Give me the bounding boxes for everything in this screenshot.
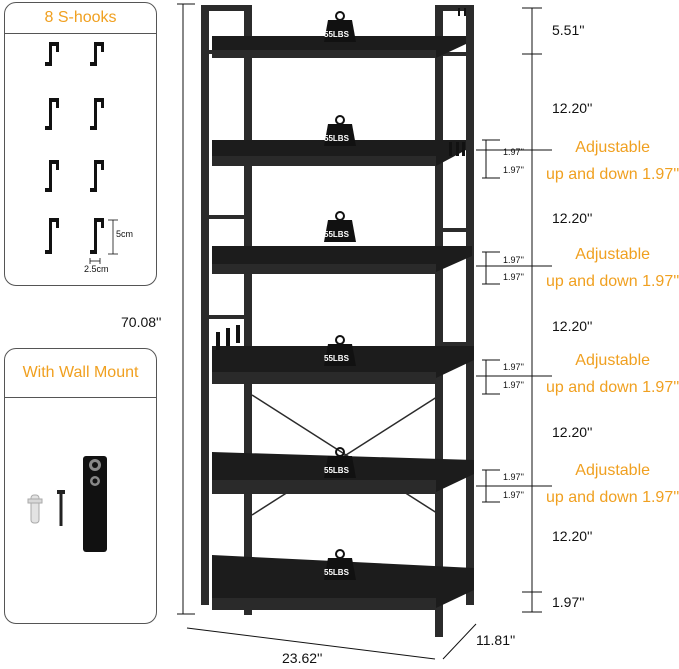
weight-badge-icon [324, 447, 356, 478]
adjust-step-label-1a: 1.97'' [503, 147, 524, 157]
depth-label: 11.81'' [476, 632, 516, 648]
adjust-step-label-4b: 1.97'' [503, 490, 524, 500]
s-hook-icon [45, 218, 59, 254]
weight-badge-label-6: 55LBS [324, 568, 349, 577]
width-label: 23.62'' [282, 650, 323, 666]
s-hook-icon [90, 42, 104, 66]
adjust-step-label-3b: 1.97'' [503, 380, 524, 390]
adjust-step-label-1b: 1.97'' [503, 165, 524, 175]
weight-badge-icon [324, 115, 356, 146]
adjustable-title: Adjustable [575, 246, 651, 263]
adjustable-title: Adjustable [575, 139, 651, 156]
total-height-label: 70.08'' [121, 314, 162, 330]
weight-badge-label-1: 55LBS [324, 30, 349, 39]
adjust-step-label-2b: 1.97'' [503, 272, 524, 282]
adjustable-note-1: Adjustable up and down 1.97'' [546, 134, 679, 188]
adjustable-subtitle: up and down 1.97'' [546, 166, 679, 183]
cross-brace [251, 394, 441, 516]
weight-badge-label-3: 55LBS [324, 230, 349, 239]
shelf-spacing-label-4: 12.20'' [552, 424, 593, 440]
s-hook-icon [45, 98, 59, 130]
weight-badges [324, 11, 356, 580]
adjustable-note-3: Adjustable up and down 1.97'' [546, 347, 679, 401]
shelf-2 [212, 140, 466, 166]
shelves [212, 36, 474, 610]
shelf-frame [201, 5, 474, 637]
wall-mount-header: With Wall Mount [5, 349, 156, 398]
adjustable-note-2: Adjustable up and down 1.97'' [546, 241, 679, 295]
s-hook-icon [45, 160, 59, 192]
weight-badge-icon [324, 549, 356, 580]
adjustable-title: Adjustable [575, 462, 651, 479]
dimension-lines [177, 3, 552, 660]
weight-badge-label-5: 55LBS [324, 466, 349, 475]
hook-dimension-lines [89, 219, 118, 264]
s-hook-icon [45, 42, 59, 66]
wall-anchor-icon [27, 494, 43, 524]
wall-strap-icon [83, 456, 107, 552]
adjustable-subtitle: up and down 1.97'' [546, 379, 679, 396]
s-hook-icon [90, 98, 104, 130]
adjustable-subtitle: up and down 1.97'' [546, 489, 679, 506]
shelf-spacing-label-3: 12.20'' [552, 318, 593, 334]
side-hooks [216, 8, 466, 350]
s-hooks-panel: 8 S-hooks [4, 2, 157, 286]
wall-mount-title: With Wall Mount [22, 364, 139, 381]
weight-badge-icon [324, 11, 356, 42]
s-hook-icon [90, 160, 104, 192]
screw-icon [57, 490, 65, 526]
adjustable-title: Adjustable [575, 352, 651, 369]
top-gap-label: 5.51'' [552, 22, 585, 38]
shelf-spacing-label-5: 12.20'' [552, 528, 593, 544]
s-hook-icon [90, 218, 104, 254]
adjust-step-label-3a: 1.97'' [503, 362, 524, 372]
wall-mount-panel: With Wall Mount [4, 348, 157, 624]
shelf-6 [212, 555, 474, 610]
weight-badge-icon [324, 211, 356, 242]
bottom-gap-label: 1.97'' [552, 594, 585, 610]
hook-height-label: 5cm [116, 229, 134, 239]
shelf-spacing-label-2: 12.20'' [552, 210, 593, 226]
shelf-spacing-label-1: 12.20'' [552, 100, 593, 116]
weight-badge-label-4: 55LBS [324, 354, 349, 363]
adjust-step-label-4a: 1.97'' [503, 472, 524, 482]
s-hooks-header: 8 S-hooks [5, 3, 156, 34]
hook-width-label: 2.5cm [84, 264, 109, 274]
s-hooks-title: 8 S-hooks [44, 9, 117, 26]
adjust-step-label-2a: 1.97'' [503, 255, 524, 265]
adjustable-note-4: Adjustable up and down 1.97'' [546, 457, 679, 511]
weight-badge-label-2: 55LBS [324, 134, 349, 143]
adjustable-subtitle: up and down 1.97'' [546, 273, 679, 290]
shelf-1 [212, 36, 466, 58]
weight-badge-icon [324, 335, 356, 366]
shelf-3 [212, 246, 472, 274]
